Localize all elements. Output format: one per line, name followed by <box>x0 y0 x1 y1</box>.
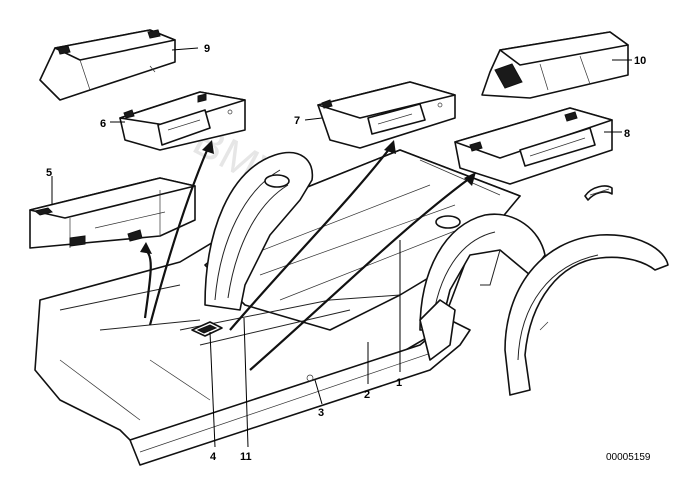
callout-11: 11 <box>240 451 252 463</box>
floor-assembly <box>34 149 546 466</box>
callout-10: 10 <box>634 55 646 67</box>
part-5-box <box>29 177 196 249</box>
callout-5: 5 <box>46 167 52 179</box>
part-9-bracket <box>39 29 176 101</box>
callout-7: 7 <box>294 115 300 127</box>
assembly-arrows <box>140 140 476 371</box>
part-7-bracket <box>317 81 456 149</box>
callout-4: 4 <box>210 451 217 463</box>
part-10-bracket <box>481 31 629 99</box>
reference-number: 00005159 <box>606 452 651 463</box>
part-6-bracket <box>119 91 246 151</box>
sealing-strip <box>584 185 613 201</box>
callout-1: 1 <box>396 377 402 389</box>
leader-lines <box>51 47 632 448</box>
callout-3: 3 <box>318 407 324 419</box>
part-8-bracket <box>454 107 613 185</box>
callout-8: 8 <box>624 128 630 140</box>
callout-9: 9 <box>204 43 210 55</box>
callout-2: 2 <box>364 389 370 401</box>
callout-labels: 1 2 3 4 5 6 7 8 9 10 11 <box>46 43 646 463</box>
callout-6: 6 <box>100 118 106 130</box>
outer-wheel-arch <box>504 234 669 396</box>
